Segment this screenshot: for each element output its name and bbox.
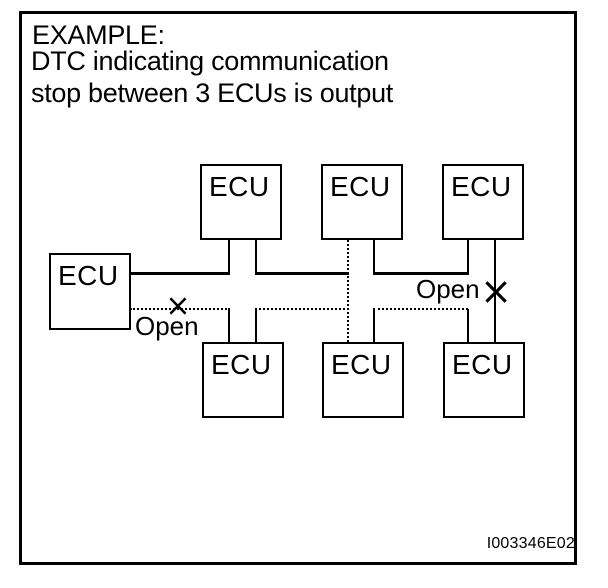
ecu-bottom-1-right-lead [255,309,257,342]
ecu-bottom-3-left-lead [467,309,469,342]
open-label-2: Open [416,274,480,304]
upper-bus-segment-1 [130,272,230,275]
ecu-box-bottom-1: ECU [202,342,284,418]
open-break-icon-1: × [165,288,191,324]
ecu-box-left: ECU [49,253,131,330]
ecu-label: ECU [331,349,392,380]
ecu-box-top-2: ECU [321,164,403,240]
ecu-bottom-1-left-lead [228,309,230,342]
ecu-top-2-right-lead [373,240,375,275]
ecu-box-bottom-3: ECU [443,342,525,418]
ecu-label: ECU [211,349,272,380]
figure-description-line-2: stop between 3 ECUs is output [31,78,394,108]
ecu-label: ECU [330,171,391,202]
ecu-label: ECU [451,171,512,202]
ecu-label: ECU [58,260,119,291]
upper-bus-segment-3 [373,272,469,275]
ecu-top-3-to-bottom-3-lead [494,240,496,342]
ecu-top-3-left-lead [467,240,469,275]
ecu-top-1-right-lead [255,240,257,275]
lower-bus-segment-1 [130,308,230,310]
figure-heading: EXAMPLE: [32,20,165,50]
figure-code: I003346E02 [486,535,575,552]
ecu-box-top-1: ECU [200,164,282,240]
ecu-label: ECU [452,349,513,380]
open-break-icon-2: × [480,269,512,314]
lower-bus-segment-2 [255,308,349,310]
ecu-top-1-left-lead [228,240,230,275]
open-label-1: Open [135,311,199,341]
figure-frame [19,11,577,565]
upper-bus-segment-2 [255,272,349,275]
figure-description-line-1: DTC indicating communication [31,46,389,76]
ecu-box-top-3: ECU [442,164,524,240]
ecu-top-2-to-bottom-2-lead [347,240,349,342]
ecu-bottom-2-right-lead [373,309,375,342]
ecu-box-bottom-2: ECU [322,342,404,418]
lower-bus-segment-3 [373,308,468,310]
ecu-label: ECU [209,171,270,202]
